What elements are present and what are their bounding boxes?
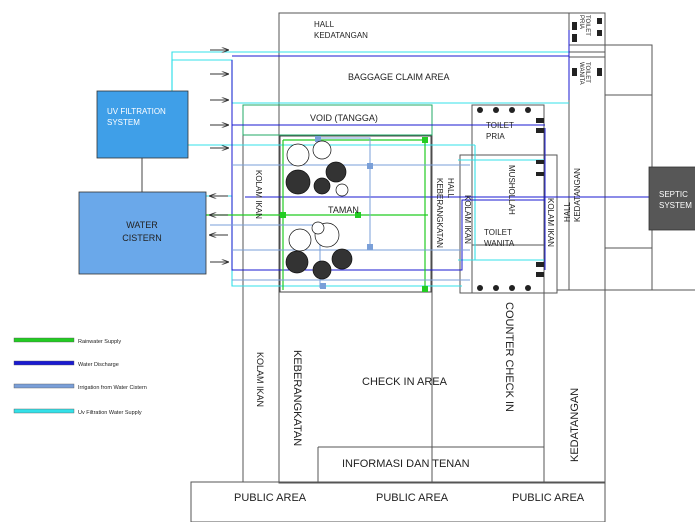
counter-check-in-label: COUNTER CHECK IN bbox=[503, 302, 515, 412]
informasi-label: INFORMASI DAN TENAN bbox=[342, 458, 470, 470]
hall-keberangkatan-line2: KEBERANGKATAN bbox=[435, 178, 444, 248]
taman-label: TAMAN bbox=[328, 205, 359, 215]
keberangkatan-label: KEBERANGKATAN bbox=[291, 350, 303, 446]
kolam-ikan-left-label: KOLAM IKAN bbox=[254, 170, 263, 219]
public-area-outline bbox=[190, 481, 606, 522]
legend-label-discharge: Water Discharge bbox=[78, 362, 119, 368]
hall-kedatangan-top-line1: HALL bbox=[314, 20, 335, 29]
toilet-pria-line1: TOILET bbox=[486, 121, 514, 130]
toilet-wanita-line2: WANITA bbox=[484, 239, 515, 248]
legend-label-rainwater: Rainwater Supply bbox=[78, 339, 121, 345]
hall-keberangkatan-line1: HALL bbox=[446, 178, 455, 199]
discharge-pipes bbox=[231, 30, 649, 271]
water-cistern-label-line1: WATER bbox=[126, 220, 158, 230]
garden-trees-top bbox=[285, 140, 349, 197]
toilet-wanita-small-line2: WANITA bbox=[578, 62, 584, 85]
public-area-label-1: PUBLIC AREA bbox=[234, 492, 307, 504]
legend-label-uv-supply: Uv Filtration Water Supply bbox=[78, 410, 142, 416]
pipe-nodes bbox=[280, 136, 428, 292]
legend-item-rainwater: Rainwater Supply bbox=[13, 337, 121, 345]
kolam-ikan-mid-label: KOLAM IKAN bbox=[463, 195, 472, 244]
public-area-label-2: PUBLIC AREA bbox=[376, 492, 449, 504]
public-area-label-3: PUBLIC AREA bbox=[512, 492, 585, 504]
septic-system-box: SEPTIC SYSTEM bbox=[648, 166, 695, 231]
kolam-ikan-lower-label: KOLAM IKAN bbox=[255, 352, 265, 407]
legend-item-irrigation: Irrigation from Water Cistern bbox=[13, 383, 147, 391]
void-label: VOID (TANGGA) bbox=[310, 113, 378, 123]
toilet-pria-small-line2: PRIA bbox=[578, 15, 584, 29]
kedatangan-label: KEDATANGAN bbox=[569, 388, 581, 462]
hall-kedatangan-right-line1: HALL bbox=[563, 201, 572, 222]
toilet-wanita-line1: TOILET bbox=[484, 228, 512, 237]
water-cistern-label-line2: CISTERN bbox=[122, 233, 162, 243]
uv-filtration-box: UV FILTRATION SYSTEM bbox=[96, 90, 189, 159]
room-labels: HALL KEDATANGAN BAGGAGE CLAIM AREA VOID … bbox=[234, 15, 590, 504]
building-walls bbox=[190, 12, 695, 522]
musholla-block-outline bbox=[459, 154, 558, 294]
legend-item-uv-supply: Uv Filtration Water Supply bbox=[13, 408, 142, 416]
baggage-claim-label: BAGGAGE CLAIM AREA bbox=[348, 72, 450, 82]
check-in-area-label: CHECK IN AREA bbox=[362, 376, 448, 388]
toilet-fixtures bbox=[477, 18, 602, 291]
flow-arrows bbox=[210, 50, 228, 262]
legend: Rainwater Supply Water Discharge Irrigat… bbox=[13, 337, 147, 416]
garden-trees-bottom bbox=[285, 221, 353, 280]
toilet-pria-small-line1: TOILET bbox=[584, 15, 590, 36]
hall-kedatangan-right-line2: KEDATANGAN bbox=[573, 168, 582, 222]
kolam-ikan-right-label: KOLAM IKAN bbox=[546, 198, 555, 247]
legend-label-irrigation: Irrigation from Water Cistern bbox=[78, 385, 147, 391]
legend-item-discharge: Water Discharge bbox=[13, 360, 119, 368]
septic-label-line2: SYSTEM bbox=[659, 201, 692, 210]
toilet-wanita-small-line1: TOILET bbox=[584, 62, 590, 83]
terminal-outline bbox=[278, 12, 606, 484]
septic-label-line1: SEPTIC bbox=[659, 190, 688, 199]
west-block-outline bbox=[242, 104, 433, 483]
uv-filtration-label-line2: SYSTEM bbox=[107, 118, 140, 127]
uv-filtration-label-line1: UV FILTRATION bbox=[107, 107, 166, 116]
toilet-pria-line2: PRIA bbox=[486, 132, 505, 141]
hall-kedatangan-top-line2: KEDATANGAN bbox=[314, 31, 368, 40]
water-cistern-box: WATER CISTERN bbox=[78, 191, 207, 275]
musholla-label: MUSHOLLAH bbox=[507, 165, 516, 215]
